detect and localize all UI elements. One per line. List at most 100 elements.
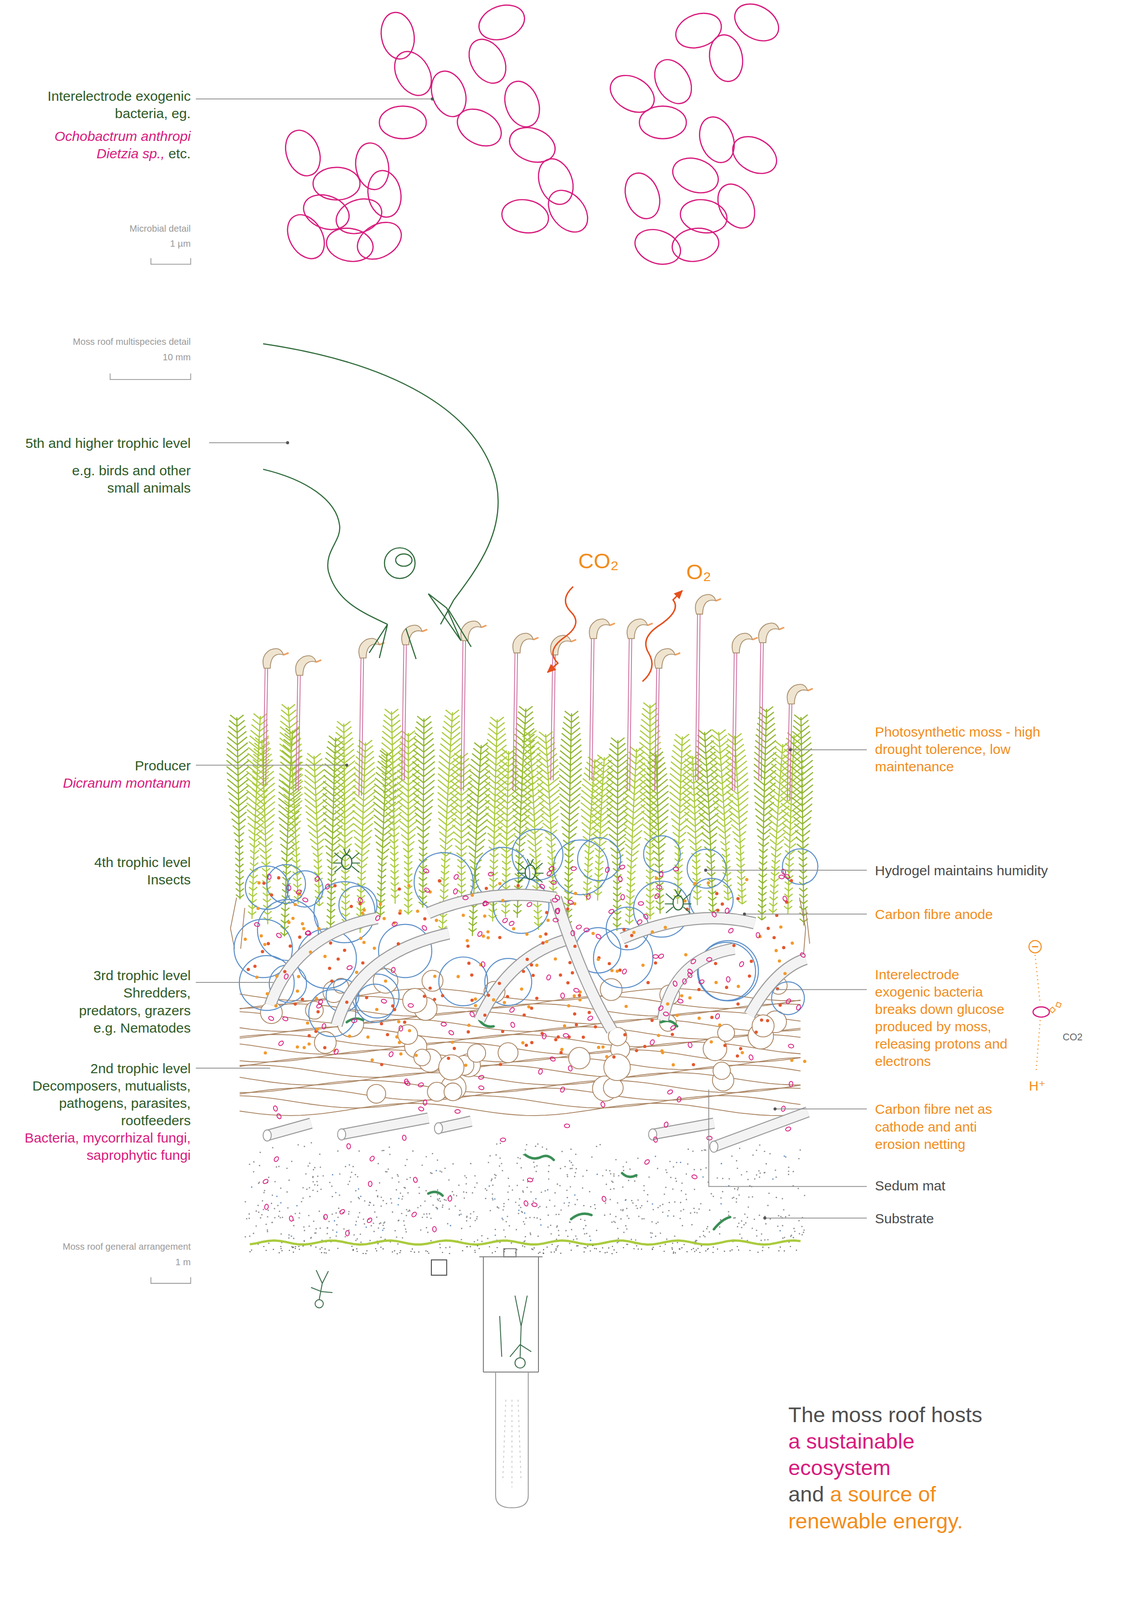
substrate-grain xyxy=(253,1160,255,1163)
substrate-grain xyxy=(591,1155,593,1158)
spore-capsule xyxy=(626,618,648,639)
substrate-grain xyxy=(666,1237,668,1240)
bacteria-cell xyxy=(564,1123,570,1128)
substrate-grain xyxy=(459,1209,461,1211)
bacteria-cell xyxy=(324,883,331,890)
substrate-grain xyxy=(712,1195,714,1197)
bacteria-dot xyxy=(308,950,312,954)
bird-head xyxy=(384,547,415,579)
bacterium-cell xyxy=(669,224,722,265)
bacteria-cell xyxy=(726,976,731,982)
capsule-tip xyxy=(610,623,616,626)
bacteria-dot xyxy=(766,926,770,930)
anode-fibre xyxy=(621,917,755,939)
substrate-grain xyxy=(670,1176,672,1178)
leader-line xyxy=(195,764,346,766)
substrate-grain xyxy=(250,1185,253,1188)
cathode-fibre xyxy=(267,1122,311,1136)
substrate-grain xyxy=(740,1219,743,1221)
bacteria-dot xyxy=(545,910,549,914)
substrate-grain xyxy=(331,1184,333,1187)
bacteria-dot xyxy=(512,926,516,931)
bacteria-dot xyxy=(446,1056,451,1060)
bacteria-dot xyxy=(473,997,477,1001)
ground-grain xyxy=(469,1245,471,1247)
bacteria-dot xyxy=(315,1027,320,1031)
species-name: Dietzia sp., xyxy=(96,145,165,162)
substrate-grain xyxy=(339,1172,341,1175)
substrate-grain xyxy=(524,1235,527,1237)
ground-grain xyxy=(399,1251,401,1253)
substrate-grain xyxy=(357,1215,359,1218)
substrate-grain xyxy=(734,1216,736,1218)
substrate-grain xyxy=(798,1157,800,1159)
substrate-grain xyxy=(386,1170,388,1173)
moss-shoot xyxy=(466,742,491,936)
substrate-grain xyxy=(622,1169,625,1171)
capsule-tip xyxy=(571,639,577,642)
root-cell xyxy=(497,1042,518,1063)
substrate-grain xyxy=(377,1195,379,1197)
bacterium-cell xyxy=(630,223,686,270)
substrate-grain xyxy=(487,1161,490,1163)
substrate-grain xyxy=(423,1213,425,1215)
ground-grain xyxy=(583,1246,585,1248)
substrate-grain xyxy=(643,1217,645,1219)
ground-grain xyxy=(474,1249,476,1251)
substrate-grain xyxy=(792,1236,795,1238)
substrate-grain xyxy=(522,1190,524,1193)
substrate-grain xyxy=(348,1180,351,1182)
bacteria-cell xyxy=(323,1213,328,1220)
bacteria-cell xyxy=(526,900,533,907)
bacteria-cell xyxy=(368,1180,373,1187)
bacterium-cell xyxy=(540,182,596,240)
leader-dot xyxy=(742,912,746,916)
substrate-grain xyxy=(776,1225,779,1227)
substrate-grain xyxy=(746,1215,749,1218)
root-cell xyxy=(603,1053,631,1081)
trophic-example: Shredders, predators, grazers e.g. Nemat… xyxy=(57,983,191,1036)
bacteria-dot xyxy=(650,1018,654,1022)
substrate-grain xyxy=(316,1184,319,1186)
statement-text: The moss roof hosts xyxy=(788,1401,1008,1428)
ground-grain xyxy=(659,1245,661,1247)
substrate-grain xyxy=(643,1189,645,1191)
substrate-grain xyxy=(470,1212,472,1215)
substrate-grain xyxy=(310,1236,312,1238)
ground-grain xyxy=(315,1246,317,1248)
substrate-grain xyxy=(248,1212,250,1215)
bacteria-dot xyxy=(415,909,420,913)
spore-capsule xyxy=(758,622,780,643)
substrate-grain xyxy=(252,1232,254,1234)
anode-fibre xyxy=(555,897,612,1030)
nematode xyxy=(713,1216,731,1229)
substrate-grain xyxy=(548,1170,550,1172)
bacteria-dot xyxy=(262,881,266,885)
substrate-grain xyxy=(760,1239,762,1241)
bacteria-dot xyxy=(403,1020,407,1024)
bacteria-cell xyxy=(649,1038,655,1046)
bacteria-dot xyxy=(657,1033,661,1037)
substrate-grain xyxy=(439,1242,441,1245)
substrate-grain xyxy=(486,1189,488,1191)
bacteria-dot xyxy=(525,957,529,961)
bacteria-cell xyxy=(559,1086,566,1093)
root-cell xyxy=(398,1024,418,1045)
substrate-grain xyxy=(522,1153,525,1155)
bacteria-cell xyxy=(619,863,626,870)
feature-note: Carbon fibre net as cathode and anti ero… xyxy=(874,1100,1018,1153)
substrate-grain xyxy=(570,1228,573,1230)
substrate-grain xyxy=(356,1237,358,1240)
substrate-grain xyxy=(405,1214,408,1216)
substrate-grain xyxy=(384,1170,387,1172)
bacteria-dot xyxy=(407,883,411,887)
substrate-grain xyxy=(377,1226,379,1229)
ground-grain xyxy=(476,1244,479,1247)
hyphae-strand xyxy=(239,1011,801,1024)
substrate-grain xyxy=(391,1210,394,1213)
bacteria-dot xyxy=(378,902,383,906)
bacteria-cell xyxy=(527,1177,533,1182)
bacteria-dot xyxy=(525,932,529,936)
bacteria-cell xyxy=(268,1015,275,1022)
substrate-grain xyxy=(728,1214,730,1216)
